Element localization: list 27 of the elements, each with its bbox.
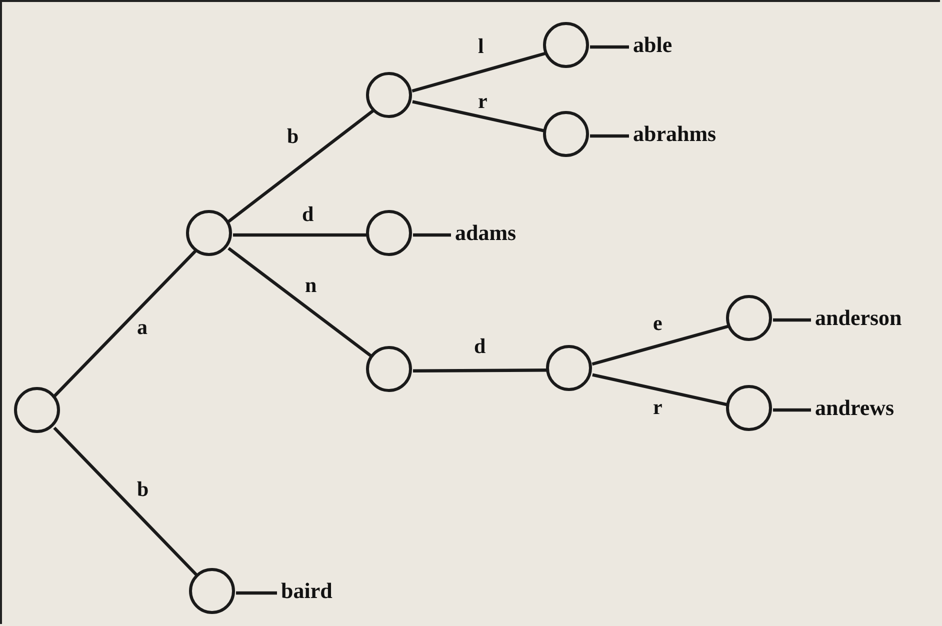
trie-node-circle: [186, 210, 232, 256]
trie-node-circle: [189, 568, 235, 614]
trie-node-circle: [543, 111, 589, 157]
trie-branch-line: [773, 408, 811, 412]
leaf-word: adams: [455, 222, 516, 244]
trie-node-circle: [14, 387, 60, 433]
trie-branch-line: [53, 250, 197, 398]
leaf-word: able: [633, 34, 672, 56]
trie-branch-line: [592, 324, 730, 366]
leaf-word: anderson: [815, 307, 902, 329]
leaf-word: baird: [281, 580, 332, 602]
trie-branch-line: [227, 109, 375, 223]
trie-branch-line: [236, 591, 277, 595]
leaf-word: andrews: [815, 397, 894, 419]
trie-branch-line: [590, 45, 629, 49]
trie-branch-line: [412, 51, 548, 93]
trie-node-circle: [366, 346, 412, 392]
trie-node-circle: [366, 72, 412, 118]
trie-branch-line: [413, 233, 451, 237]
leaf-word: abrahms: [633, 123, 716, 145]
trie-branch-line: [590, 134, 629, 138]
trie-node-circle: [726, 295, 772, 341]
trie-node-circle: [366, 210, 412, 256]
trie-branch-line: [773, 318, 811, 322]
trie-node-circle: [726, 385, 772, 431]
trie-node-circle: [543, 22, 589, 68]
trie-node-circle: [546, 345, 592, 391]
